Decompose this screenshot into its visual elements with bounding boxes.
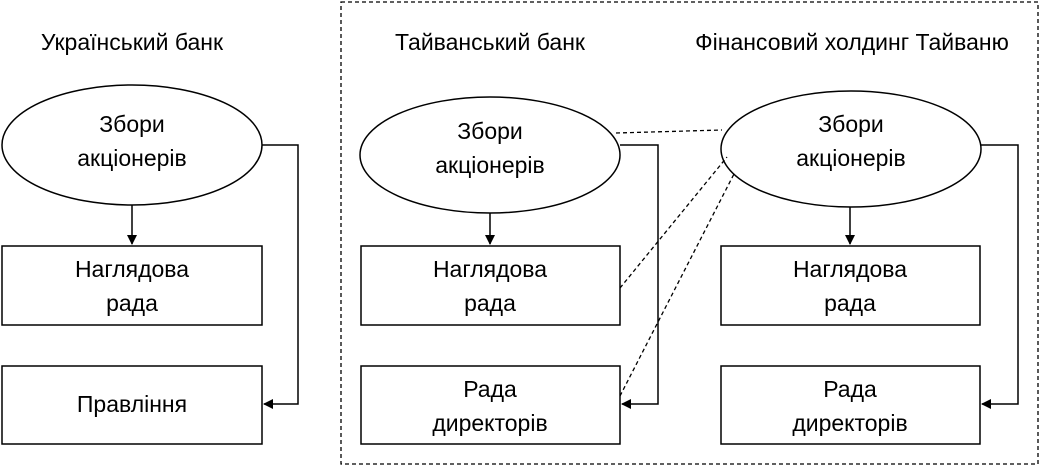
ukraine-bank-title: Український банк <box>41 29 224 55</box>
taiwan-bank-supervisory-line2: рада <box>464 290 516 316</box>
taiwan-bank-shareholders-node: Збори акціонерів <box>359 96 621 214</box>
ukraine-management-node: Правління <box>1 365 263 445</box>
dashed-link-supervisory <box>619 156 728 289</box>
taiwan-holding-title: Фінансовий холдинг Тайваню <box>695 29 1009 55</box>
ukraine-edge-to-management <box>262 144 299 409</box>
taiwan-holding-shareholders-line2: акціонерів <box>796 145 906 171</box>
ukraine-shareholders-line2: акціонерів <box>77 145 187 171</box>
taiwan-holding-shareholders-node: Збори акціонерів <box>720 90 982 208</box>
taiwan-holding-directors-line2: директорів <box>792 410 907 436</box>
ukraine-shareholders-line1: Збори <box>99 111 165 137</box>
taiwan-holding-directors-node: Рада директорів <box>720 365 981 445</box>
taiwan-holding-supervisory-line2: рада <box>824 290 876 316</box>
taiwan-group-border <box>340 1 1039 465</box>
taiwan-bank-title: Тайванський банк <box>395 29 586 55</box>
taiwan-bank-directors-line1: Рада <box>463 376 517 402</box>
taiwan-bank-directors-line2: директорів <box>432 410 547 436</box>
taiwan-bank-supervisory-line1: Наглядова <box>433 256 547 282</box>
ukraine-supervisory-node: Наглядова рада <box>1 245 263 326</box>
taiwan-holding-directors-line1: Рада <box>823 376 877 402</box>
ukraine-supervisory-line2: рада <box>106 290 158 316</box>
taiwan-bank-directors-node: Рада директорів <box>360 365 621 445</box>
taiwan-holding-shareholders-line1: Збори <box>818 111 884 137</box>
dashed-link-shareholders <box>615 129 723 134</box>
taiwan-holding-supervisory-node: Наглядова рада <box>720 245 981 326</box>
ukraine-management-label: Правління <box>77 391 187 417</box>
taiwan-bank-shareholders-line2: акціонерів <box>435 152 545 178</box>
taiwan-holding-edge-to-directors <box>981 144 1019 409</box>
taiwan-holding-supervisory-line1: Наглядова <box>793 256 907 282</box>
taiwan-bank-shareholders-line1: Збори <box>457 118 523 144</box>
taiwan-bank-edge-to-directors <box>620 144 659 409</box>
taiwan-bank-supervisory-node: Наглядова рада <box>360 245 621 326</box>
ukraine-supervisory-line1: Наглядова <box>75 256 189 282</box>
dashed-link-directors <box>619 171 736 397</box>
ukraine-shareholders-node: Збори акціонерів <box>1 84 263 206</box>
